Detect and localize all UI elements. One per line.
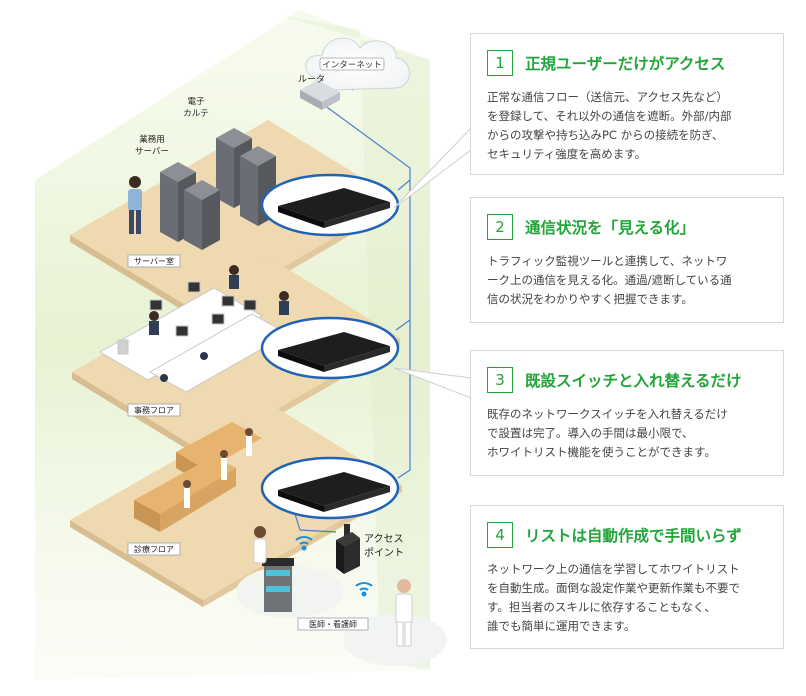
router-label: ルータ bbox=[298, 74, 325, 85]
ehr-label-line2: カルテ bbox=[183, 109, 209, 119]
reception-counter bbox=[134, 422, 262, 532]
business-server-label-line2: サーバー bbox=[135, 147, 169, 157]
wifi-icon bbox=[295, 536, 313, 551]
internet-cloud: インターネット bbox=[305, 37, 410, 91]
access-point-label-line1: アクセス bbox=[364, 533, 404, 545]
callout-number: 3 bbox=[487, 367, 513, 393]
callout-title: 通信状況を「見える化」 bbox=[525, 219, 696, 237]
svg-text:医師・看護師: 医師・看護師 bbox=[309, 619, 357, 629]
whitelist-switch-3 bbox=[260, 456, 400, 520]
callout-title: 既設スイッチと入れ替えるだけ bbox=[525, 372, 742, 390]
office-floor-label: 事務フロア bbox=[127, 403, 181, 417]
server-racks bbox=[160, 128, 276, 250]
callout-number: 4 bbox=[487, 522, 513, 548]
access-point-label-line2: ポイント bbox=[364, 547, 404, 559]
medical-staff-group bbox=[236, 526, 447, 666]
callout-body: 既存のネットワークスイッチを入れ替えるだけ で設置は完了。導入の手間は最小限で、… bbox=[487, 407, 728, 459]
feature-callout-4: 4 リストは自動作成で手間いらず ネットワーク上の通信を学習してホワイトリスト … bbox=[470, 505, 784, 649]
server-room-staff-figure bbox=[128, 176, 142, 234]
feature-callout-1: 1 正規ユーザーだけがアクセス 正常な通信フロー（送信元、アクセス先など） を登… bbox=[470, 33, 784, 175]
whitelist-switch-2 bbox=[260, 316, 400, 380]
feature-callout-3: 3 既設スイッチと入れ替えるだけ 既存のネットワークスイッチを入れ替えるだけ で… bbox=[470, 350, 784, 476]
callout-title: リストは自動作成で手間いらず bbox=[525, 527, 742, 545]
whitelist-switch-1 bbox=[260, 173, 400, 237]
callout-number: 2 bbox=[487, 214, 513, 240]
router-device: ルータ bbox=[298, 74, 340, 110]
callout-number: 1 bbox=[487, 50, 513, 76]
wifi-icon-2 bbox=[355, 582, 373, 597]
svg-text:事務フロア: 事務フロア bbox=[134, 405, 174, 415]
clinic-floor-label: 診療フロア bbox=[127, 542, 181, 556]
callout-body: トラフィック監視ツールと連携して、ネットワ ーク上の通信を見える化。通過/遮断し… bbox=[487, 254, 732, 306]
internet-label: インターネット bbox=[322, 61, 382, 71]
office-workers bbox=[149, 265, 289, 382]
doctors-nurses-label: 医師・看護師 bbox=[297, 617, 369, 631]
svg-text:診療フロア: 診療フロア bbox=[134, 544, 174, 554]
ehr-label-line1: 電子 bbox=[187, 97, 205, 107]
access-point-device: アクセス ポイント bbox=[336, 524, 404, 574]
callout-body: ネットワーク上の通信を学習してホワイトリスト を自動生成。面倒な設定作業や更新作… bbox=[487, 562, 740, 633]
feature-callout-2: 2 通信状況を「見える化」 トラフィック監視ツールと連携して、ネットワ ーク上の… bbox=[470, 197, 784, 323]
business-server-label-line1: 業務用 bbox=[139, 134, 165, 145]
callout-body: 正常な通信フロー（送信元、アクセス先など） を登録して、それ以外の通信を遮断。外… bbox=[487, 90, 732, 161]
callout-title: 正規ユーザーだけがアクセス bbox=[525, 55, 726, 73]
server-room-label: サーバー室 bbox=[127, 254, 181, 268]
svg-text:サーバー室: サーバー室 bbox=[134, 256, 174, 266]
